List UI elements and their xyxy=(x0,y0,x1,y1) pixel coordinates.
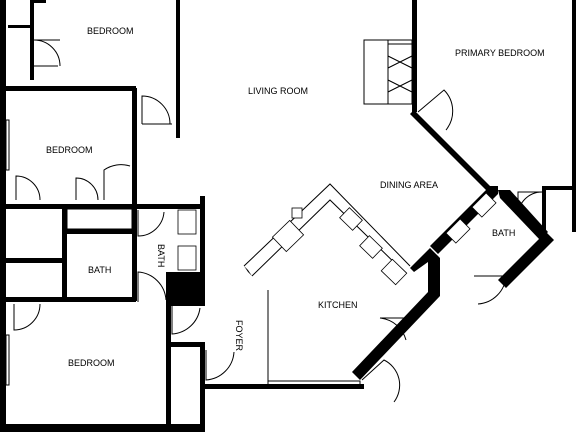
bedroom-bottom-walls xyxy=(0,302,205,432)
bedroom-mid-doors xyxy=(15,164,131,201)
kitchen-counter xyxy=(243,183,411,386)
primary-bedroom-label: PRIMARY BEDROOM xyxy=(455,48,545,58)
bedroom-top-closet-door xyxy=(33,39,61,67)
bedroom-top-label: BEDROOM xyxy=(87,26,134,36)
bedroom-top-door xyxy=(141,95,172,125)
bath-vertical-door xyxy=(137,210,167,302)
kitchen-walls xyxy=(268,248,440,389)
bedroom-bottom-label: BEDROOM xyxy=(68,358,115,368)
kitchen-doors xyxy=(361,317,412,403)
bedroom-top-walls xyxy=(0,0,180,138)
bath-vertical-walls xyxy=(136,196,205,306)
bedroom-bottom-doors xyxy=(13,303,201,335)
fireplace xyxy=(363,0,417,112)
bath-vertical-label: BATH xyxy=(156,244,166,267)
bath-small-label: BATH xyxy=(492,228,515,238)
bedroom-mid-walls xyxy=(0,88,137,209)
kitchen-label: KITCHEN xyxy=(318,300,358,310)
foyer-walls xyxy=(204,350,268,389)
bath-left-label: BATH xyxy=(88,265,111,275)
living-room-label: LIVING ROOM xyxy=(248,86,308,96)
dining-area-label: DINING AREA xyxy=(380,180,438,190)
bedroom-mid-label: BEDROOM xyxy=(46,145,93,155)
foyer-label: FOYER xyxy=(234,320,244,352)
left-closets-walls xyxy=(0,208,137,302)
bath-right-walls xyxy=(430,186,554,305)
